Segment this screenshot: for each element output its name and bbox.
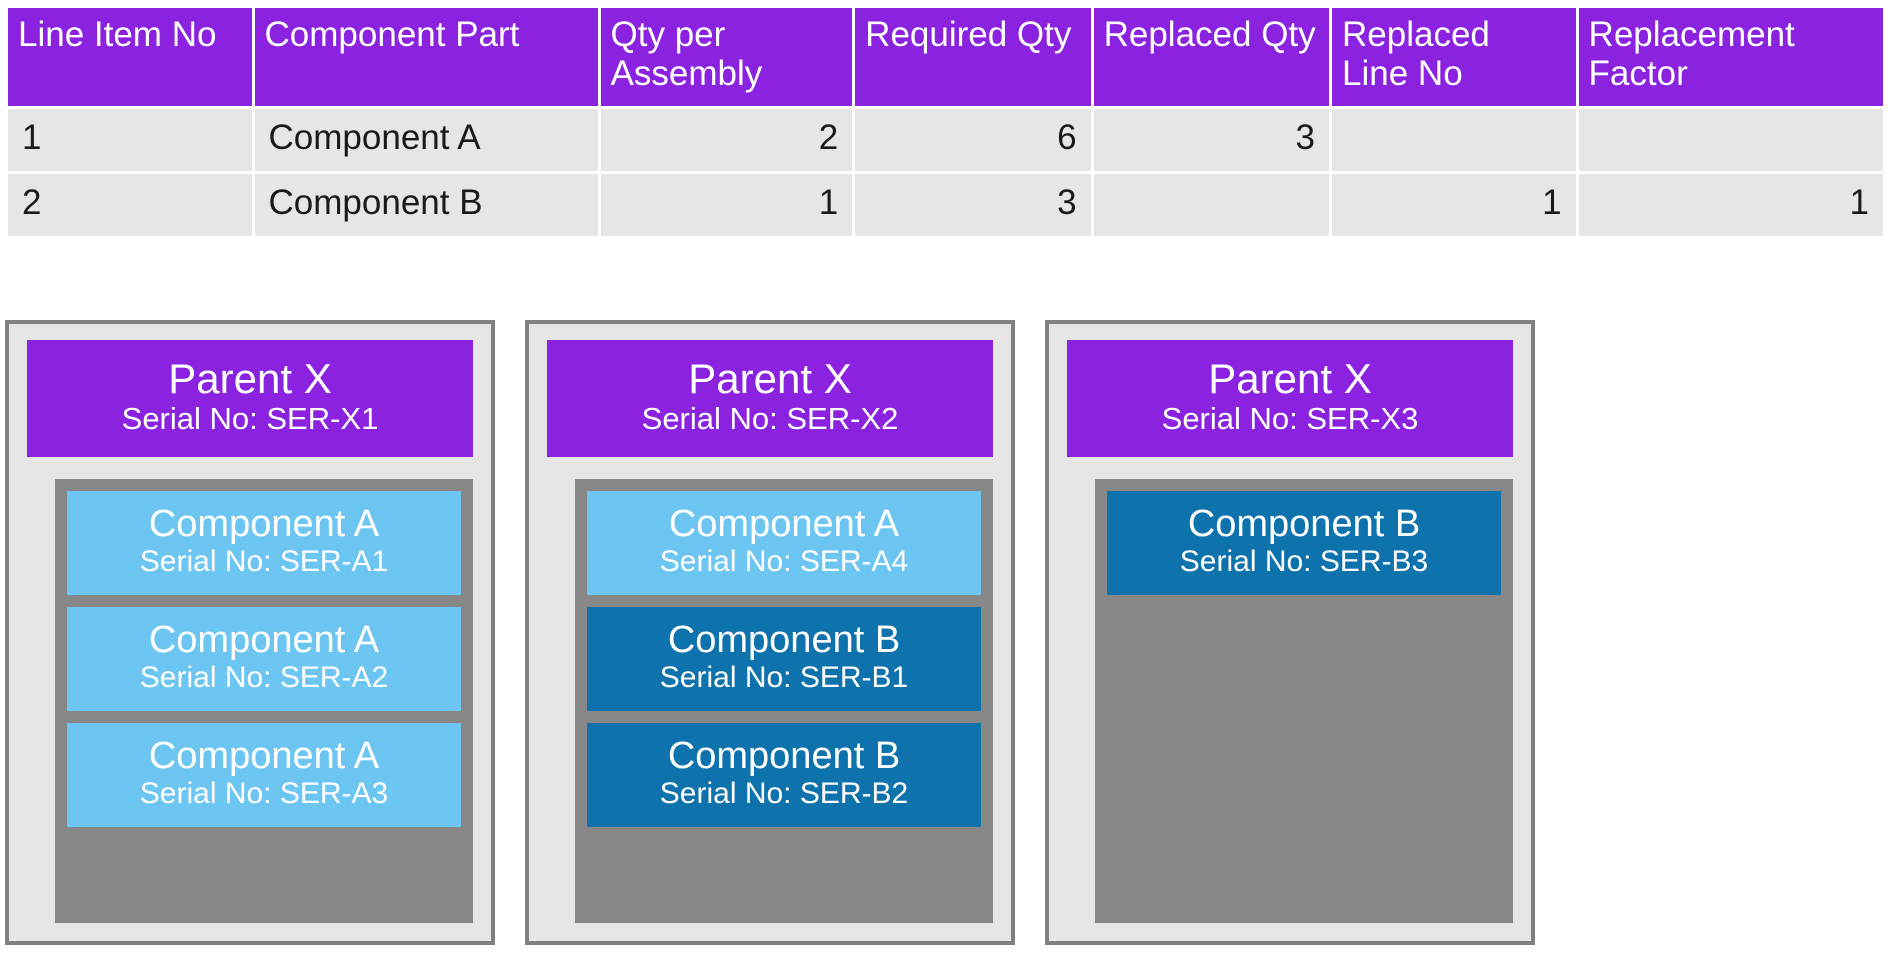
table-row: 1 Component A 2 6 3 — [8, 109, 1883, 171]
component-serial: Serial No: SER-A3 — [139, 777, 389, 811]
children-frame-1: Component A Serial No: SER-A1 Component … — [55, 479, 473, 923]
table-body: 1 Component A 2 6 3 2 Component B 1 3 1 … — [8, 109, 1883, 236]
assembly-panels: Parent X Serial No: SER-X1 Component A S… — [5, 320, 1888, 950]
component-serial: Serial No: SER-B2 — [659, 777, 909, 811]
cell-qty-per-assembly: 2 — [600, 109, 853, 171]
component-serial: Serial No: SER-B3 — [1179, 545, 1429, 579]
component-box: Component B Serial No: SER-B2 — [587, 723, 981, 827]
component-title: Component A — [148, 735, 380, 778]
cell-line-item-no: 2 — [8, 174, 252, 236]
parent-serial: Serial No: SER-X2 — [641, 401, 899, 437]
column-header-replaced-qty: Replaced Qty — [1093, 8, 1330, 106]
cell-component-part: Component B — [254, 174, 598, 236]
component-box: Component A Serial No: SER-A1 — [67, 491, 461, 595]
cell-replaced-line-no — [1332, 109, 1576, 171]
column-header-line-item-no: Line Item No — [8, 8, 252, 106]
parent-title: Parent X — [688, 355, 852, 403]
cell-replacement-factor — [1578, 109, 1883, 171]
table-header: Line Item No Component Part Qty per Asse… — [8, 8, 1883, 106]
column-header-qty-per-assembly: Qty per Assembly — [600, 8, 853, 106]
parent-box-1: Parent X Serial No: SER-X1 — [27, 340, 473, 457]
cell-required-qty: 6 — [855, 109, 1091, 171]
component-title: Component A — [668, 503, 900, 546]
cell-replacement-factor: 1 — [1578, 174, 1883, 236]
cell-replaced-qty — [1093, 174, 1330, 236]
cell-line-item-no: 1 — [8, 109, 252, 171]
column-header-replaced-line-no: Replaced Line No — [1332, 8, 1576, 106]
assembly-panel-3: Parent X Serial No: SER-X3 Component B S… — [1045, 320, 1535, 945]
component-title: Component B — [1187, 503, 1421, 546]
parent-title: Parent X — [168, 355, 332, 403]
component-title: Component A — [148, 619, 380, 662]
cell-replaced-qty: 3 — [1093, 109, 1330, 171]
table-header-row: Line Item No Component Part Qty per Asse… — [8, 8, 1883, 106]
children-frame-2: Component A Serial No: SER-A4 Component … — [575, 479, 993, 923]
component-title: Component B — [667, 619, 901, 662]
column-header-replacement-factor: Replacement Factor — [1578, 8, 1883, 106]
component-serial: Serial No: SER-A4 — [659, 545, 909, 579]
component-title: Component A — [148, 503, 380, 546]
column-header-component-part: Component Part — [254, 8, 598, 106]
component-serial: Serial No: SER-A1 — [139, 545, 389, 579]
children-frame-3: Component B Serial No: SER-B3 — [1095, 479, 1513, 923]
component-title: Component B — [667, 735, 901, 778]
cell-replaced-line-no: 1 — [1332, 174, 1576, 236]
column-header-required-qty: Required Qty — [855, 8, 1091, 106]
component-box: Component B Serial No: SER-B1 — [587, 607, 981, 711]
parent-box-3: Parent X Serial No: SER-X3 — [1067, 340, 1513, 457]
table-row: 2 Component B 1 3 1 1 — [8, 174, 1883, 236]
parent-title: Parent X — [1208, 355, 1372, 403]
bom-table: Line Item No Component Part Qty per Asse… — [5, 5, 1886, 239]
cell-required-qty: 3 — [855, 174, 1091, 236]
assembly-panel-2: Parent X Serial No: SER-X2 Component A S… — [525, 320, 1015, 945]
parent-serial: Serial No: SER-X3 — [1161, 401, 1419, 437]
component-box: Component B Serial No: SER-B3 — [1107, 491, 1501, 595]
assembly-panel-1: Parent X Serial No: SER-X1 Component A S… — [5, 320, 495, 945]
component-box: Component A Serial No: SER-A3 — [67, 723, 461, 827]
cell-component-part: Component A — [254, 109, 598, 171]
component-serial: Serial No: SER-A2 — [139, 661, 389, 695]
component-box: Component A Serial No: SER-A4 — [587, 491, 981, 595]
parent-box-2: Parent X Serial No: SER-X2 — [547, 340, 993, 457]
component-box: Component A Serial No: SER-A2 — [67, 607, 461, 711]
cell-qty-per-assembly: 1 — [600, 174, 853, 236]
parent-serial: Serial No: SER-X1 — [121, 401, 379, 437]
component-serial: Serial No: SER-B1 — [659, 661, 909, 695]
